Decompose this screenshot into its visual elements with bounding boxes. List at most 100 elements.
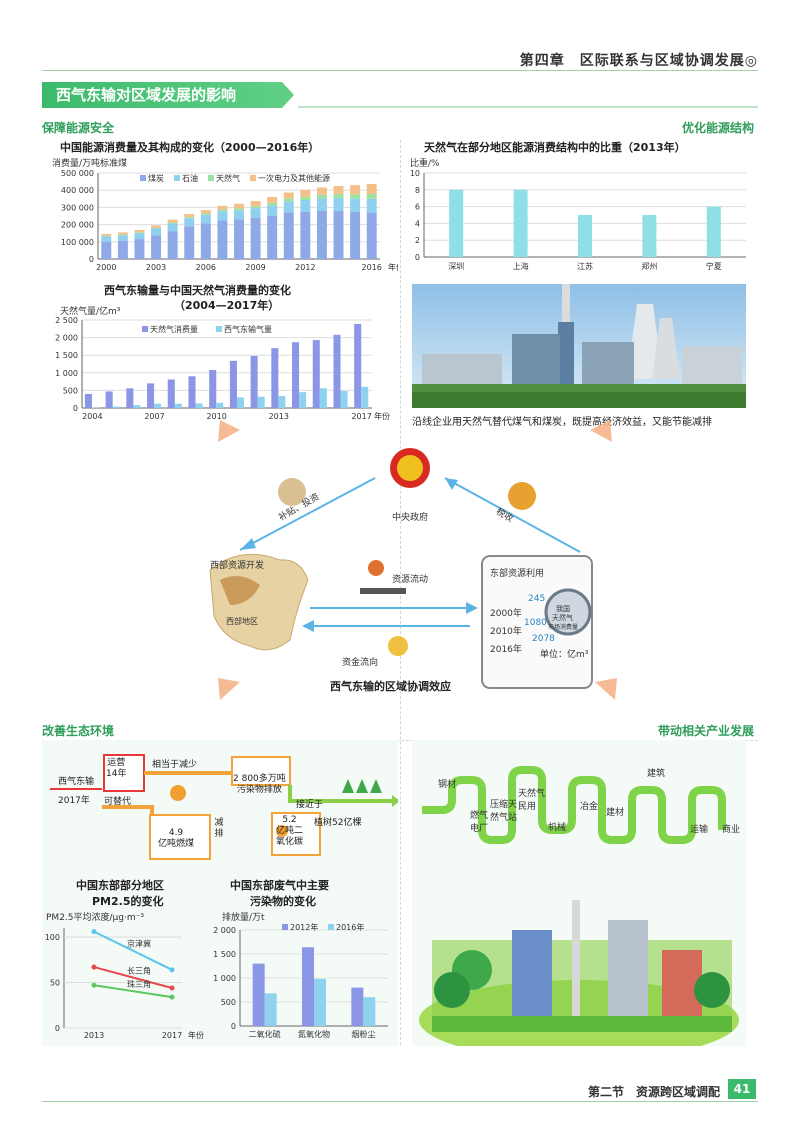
chart1-legend-label: 天然气 xyxy=(216,173,240,183)
chart2-xtick: 2017 xyxy=(351,412,371,421)
chart2-bar xyxy=(354,323,362,408)
chart1-bar xyxy=(101,241,112,259)
chart4-title2: PM2.5的变化 xyxy=(92,895,164,908)
capital-flow-label: 资金流向 xyxy=(342,658,379,668)
chart2-bar xyxy=(112,406,120,408)
chart1-bar xyxy=(300,200,311,212)
chart3-bar xyxy=(449,189,464,257)
chart4-point xyxy=(91,929,97,935)
chart1-bar xyxy=(350,185,361,195)
chart1-bar xyxy=(250,206,261,209)
chart2-ytick: 2 500 xyxy=(55,316,78,325)
chart2-bar xyxy=(299,392,307,408)
chart2-bar xyxy=(154,403,162,408)
up-right-arrow xyxy=(590,420,612,442)
chart3-ytick: 6 xyxy=(415,203,420,212)
chart1-bar xyxy=(283,192,294,199)
chart3-ytick: 4 xyxy=(415,219,420,228)
chart4-series-label: 珠三角 xyxy=(127,979,151,989)
chart5-legend-swatch xyxy=(282,924,288,930)
chart1-bar xyxy=(117,240,128,259)
chart1-bar xyxy=(316,198,327,211)
chart4-ytick: 0 xyxy=(55,1024,60,1033)
chart1-bar xyxy=(184,214,195,218)
eco-coal: 4.9 亿吨燃煤 xyxy=(158,828,195,849)
chart5-title2: 污染物的变化 xyxy=(250,895,316,908)
chart2-ytick: 500 xyxy=(63,386,78,395)
section-label-energy-security: 保障能源安全 xyxy=(42,121,115,135)
chart2-ylabel: 天然气量/亿m³ xyxy=(60,307,121,317)
industry-label-gas-power: 燃气 电厂 xyxy=(470,811,489,834)
chart1-xtick: 2003 xyxy=(146,263,166,272)
chart1-bar xyxy=(134,239,145,259)
chart1-bar xyxy=(117,235,128,241)
chart5-xtick: 二氧化硫 xyxy=(249,1029,281,1039)
chart1-bar xyxy=(283,198,294,202)
quadrant-divider-horizontal xyxy=(42,740,758,741)
tree-icon xyxy=(342,779,354,793)
chart2-bar xyxy=(312,340,320,408)
chart1-bar xyxy=(200,214,211,224)
value-2016: 2078 xyxy=(532,634,555,644)
factory-building-icon xyxy=(512,930,552,1020)
chart1-bar xyxy=(217,209,228,212)
chart1-xtick: 2000 xyxy=(96,263,116,272)
chart2-legend-swatch xyxy=(142,326,148,332)
industry-label-construction: 建筑 xyxy=(647,769,666,779)
chart1-bar xyxy=(101,236,112,242)
chart1-bar xyxy=(217,205,228,210)
chart1-bar xyxy=(217,211,228,221)
chart1-bar xyxy=(366,212,377,259)
dial-label1: 我国 xyxy=(556,605,570,613)
industry-label-commerce: 商业 xyxy=(722,825,741,835)
chart5-bar xyxy=(252,963,265,1026)
chart1-bar xyxy=(300,189,311,197)
chart4-xlabel: 年份 xyxy=(188,1030,204,1040)
chart1-ytick: 500 000 xyxy=(61,169,94,178)
chart1-bar xyxy=(184,226,195,259)
down-right-arrow xyxy=(595,678,617,700)
chart2-xtick: 2007 xyxy=(144,412,164,421)
chart2-bar xyxy=(278,396,286,408)
chart1-bar xyxy=(267,205,278,216)
chimney-icon xyxy=(572,900,580,1020)
chart2-bar xyxy=(167,379,175,408)
ecology-panel xyxy=(42,740,398,1046)
chart5-title1: 中国东部废气中主要 xyxy=(230,879,329,892)
value-2010: 1080 xyxy=(524,618,547,628)
eco-co2: 5.2 亿吨二 氧化碳 xyxy=(276,815,304,847)
footer-section: 第二节 资源跨区域调配 xyxy=(587,1085,720,1099)
chart2-xlabel: 年份 xyxy=(374,411,390,421)
chart2-bar xyxy=(84,393,92,408)
chart1-legend-label: 一次电力及其他能源 xyxy=(258,173,330,183)
chart2-title: 西气东输量与中国天然气消费量的变化 xyxy=(104,284,291,297)
chart2-bar xyxy=(209,369,217,408)
diagram-caption: 西气东输的区域协调效应 xyxy=(330,680,451,693)
page-number: 41 xyxy=(728,1079,756,1099)
chart2-bar xyxy=(126,388,134,408)
chart1-bar xyxy=(300,196,311,201)
chart1-bar xyxy=(167,231,178,259)
chart5-bar xyxy=(351,987,364,1026)
chart1-legend-label: 石油 xyxy=(182,173,198,183)
chart1-bar xyxy=(151,228,162,236)
header-divider xyxy=(42,70,758,71)
banner-arrow-decoration xyxy=(282,82,294,108)
chart1-bar xyxy=(200,213,211,215)
chart2-bar xyxy=(133,405,141,408)
value-2000: 245 xyxy=(528,594,546,604)
chart1-bar xyxy=(250,217,261,259)
factory-icon xyxy=(170,785,186,801)
gov-label: 中央政府 xyxy=(392,513,429,523)
chart1-xlabel: 年份 xyxy=(388,262,398,272)
chapter-header: 第四章 区际联系与区域协调发展◎ xyxy=(519,53,758,69)
chart1-ytick: 400 000 xyxy=(61,186,94,195)
chart2-bar xyxy=(271,348,279,408)
year-2010: 2010年 xyxy=(490,627,522,637)
chart2-legend-swatch xyxy=(216,326,222,332)
chart1-bar xyxy=(333,193,344,199)
chart5-bar xyxy=(264,993,277,1026)
industry-label-building-materials: 建材 xyxy=(606,808,625,818)
chart4-point xyxy=(169,994,175,1000)
